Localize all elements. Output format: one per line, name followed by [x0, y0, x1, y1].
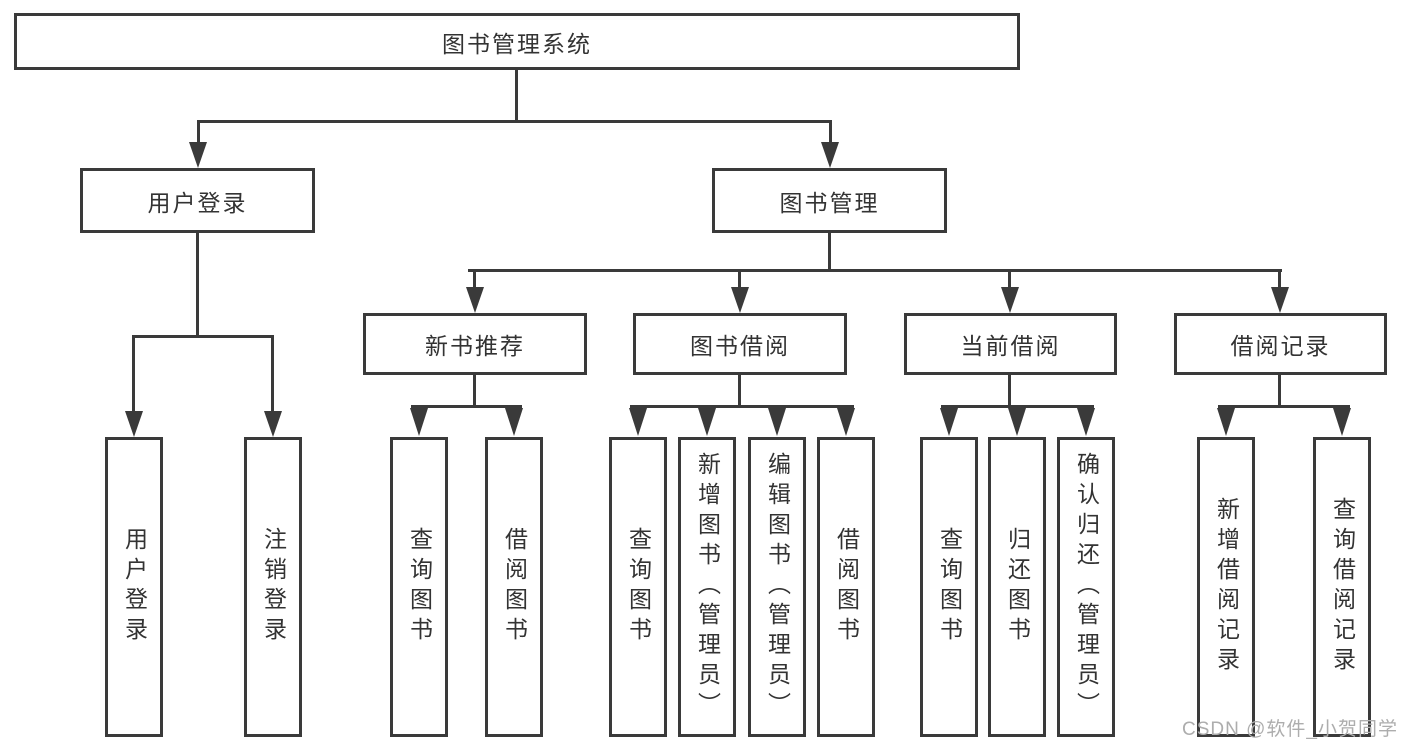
connector-line: [132, 335, 274, 338]
leaf-add-books-admin: 新增图书（管理员）: [678, 437, 736, 737]
connector-line: [941, 405, 1094, 408]
arrowhead-down-icon: [1217, 408, 1235, 436]
leaf-add-borrow-record: 新增借阅记录: [1197, 437, 1255, 737]
connector-line: [738, 269, 741, 289]
connector-line: [828, 233, 831, 272]
connector-line: [1278, 269, 1281, 289]
arrowhead-down-icon: [698, 408, 716, 436]
connector-line: [1008, 269, 1011, 289]
connector-line: [473, 375, 476, 408]
csdn-watermark: CSDN @软件_小贺同学: [1182, 719, 1398, 740]
node-book-management: 图书管理: [712, 168, 947, 233]
arrowhead-down-icon: [821, 142, 839, 168]
arrowhead-down-icon: [940, 408, 958, 436]
leaf-query-borrow-record: 查询借阅记录: [1313, 437, 1371, 737]
node-user-login: 用户登录: [80, 168, 315, 233]
arrowhead-down-icon: [768, 408, 786, 436]
arrowhead-down-icon: [125, 411, 143, 437]
node-book-borrowing: 图书借阅: [633, 313, 847, 375]
arrowhead-down-icon: [505, 408, 523, 436]
connector-line: [468, 269, 1282, 272]
connector-line: [630, 405, 854, 408]
arrowhead-down-icon: [466, 287, 484, 313]
connector-line: [1278, 375, 1281, 408]
connector-line: [271, 335, 274, 413]
leaf-borrow-books: 借阅图书: [817, 437, 875, 737]
connector-line: [132, 335, 135, 413]
leaf-query-books-borrowing: 查询图书: [609, 437, 667, 737]
leaf-confirm-return-admin: 确认归还（管理员）: [1057, 437, 1115, 737]
leaf-query-books-recommendation: 查询图书: [390, 437, 448, 737]
leaf-logout: 注销登录: [244, 437, 302, 737]
connector-line: [196, 233, 199, 337]
connector-line: [197, 120, 200, 145]
arrowhead-down-icon: [1001, 287, 1019, 313]
node-current-borrowing: 当前借阅: [904, 313, 1117, 375]
arrowhead-down-icon: [731, 287, 749, 313]
arrowhead-down-icon: [1077, 408, 1095, 436]
node-new-book-recommendation: 新书推荐: [363, 313, 587, 375]
connector-line: [1218, 405, 1350, 408]
arrowhead-down-icon: [1271, 287, 1289, 313]
connector-line: [515, 70, 518, 121]
connector-line: [1008, 375, 1011, 408]
leaf-user-login: 用户登录: [105, 437, 163, 737]
leaf-query-books-current: 查询图书: [920, 437, 978, 737]
connector-line: [829, 120, 832, 145]
arrowhead-down-icon: [1333, 408, 1351, 436]
connector-line: [411, 405, 522, 408]
connector-line: [197, 120, 832, 123]
connector-line: [473, 269, 476, 289]
node-borrowing-records: 借阅记录: [1174, 313, 1387, 375]
arrowhead-down-icon: [837, 408, 855, 436]
connector-line: [738, 375, 741, 408]
arrowhead-down-icon: [264, 411, 282, 437]
node-book-management-system: 图书管理系统: [14, 13, 1020, 70]
arrowhead-down-icon: [1008, 408, 1026, 436]
leaf-borrow-books-recommendation: 借阅图书: [485, 437, 543, 737]
arrowhead-down-icon: [629, 408, 647, 436]
leaf-edit-books-admin: 编辑图书（管理员）: [748, 437, 806, 737]
arrowhead-down-icon: [189, 142, 207, 168]
leaf-return-books: 归还图书: [988, 437, 1046, 737]
arrowhead-down-icon: [410, 408, 428, 436]
